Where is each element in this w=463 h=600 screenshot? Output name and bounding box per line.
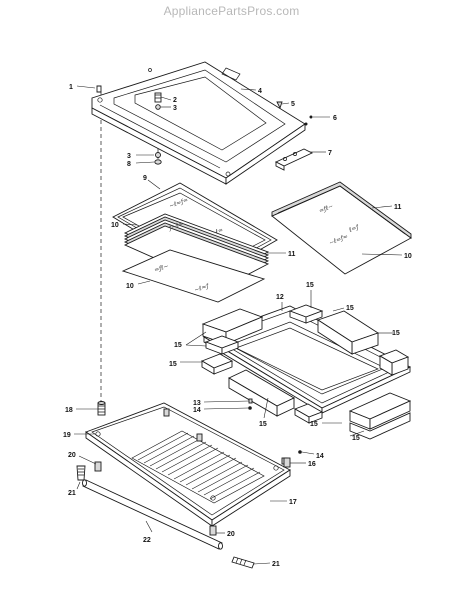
callout-20-right: 20 bbox=[227, 531, 235, 538]
spacer-part-16 bbox=[283, 457, 291, 468]
screw-part-13 bbox=[248, 398, 253, 404]
callout-3: 3 bbox=[173, 105, 177, 112]
callout-16: 16 bbox=[308, 461, 316, 468]
callout-3-lower: 3 bbox=[127, 153, 131, 160]
top-frame-part-4 bbox=[91, 61, 306, 185]
callout-19: 19 bbox=[63, 432, 71, 439]
nut-part-8 bbox=[154, 159, 162, 165]
screw-part-21a bbox=[76, 465, 86, 481]
callout-15-upper-right: 15 bbox=[346, 305, 354, 312]
callout-labels: 1 2 3 4 5 6 7 3 8 9 10 11 10 11 10 12 15… bbox=[63, 84, 412, 568]
hinge-bracket-part-7 bbox=[274, 148, 314, 171]
handle-rod-part-22 bbox=[82, 479, 223, 550]
svg-text:~ℓ≈ƒ: ~ℓ≈ƒ bbox=[193, 282, 210, 293]
svg-text:≈ƒℓ~: ≈ƒℓ~ bbox=[318, 203, 334, 215]
spacer-part-20b bbox=[209, 525, 217, 536]
svg-text:ℓ≈ƒ: ℓ≈ƒ bbox=[347, 223, 360, 234]
spacer-part-20a bbox=[94, 461, 102, 472]
washer-part-3b bbox=[155, 152, 161, 158]
callout-8: 8 bbox=[127, 161, 131, 168]
callout-11-right: 11 bbox=[394, 204, 402, 211]
callout-15-left: 15 bbox=[174, 342, 182, 349]
callout-9: 9 bbox=[143, 175, 147, 182]
callout-4: 4 bbox=[258, 88, 262, 95]
callout-21-right: 21 bbox=[272, 561, 280, 568]
callout-15-right: 15 bbox=[392, 330, 400, 337]
insulation-block-part-15 bbox=[200, 304, 412, 440]
callout-10-upper: 10 bbox=[111, 222, 119, 229]
callout-6: 6 bbox=[333, 115, 337, 122]
callout-18: 18 bbox=[65, 407, 73, 414]
callout-15-lower-left: 15 bbox=[169, 361, 177, 368]
screw-part-5 bbox=[276, 101, 283, 110]
site-watermark: AppliancePartsPros.com bbox=[163, 4, 300, 18]
callout-20-left: 20 bbox=[68, 452, 76, 459]
washer-part-14b bbox=[298, 450, 302, 454]
callout-22: 22 bbox=[143, 537, 151, 544]
leader-lines bbox=[74, 85, 403, 565]
callout-7: 7 bbox=[328, 150, 332, 157]
callout-13: 13 bbox=[193, 400, 201, 407]
callout-10-lower: 10 bbox=[126, 283, 134, 290]
callout-5: 5 bbox=[291, 101, 295, 108]
callout-17: 17 bbox=[289, 499, 297, 506]
glass-panel-part-11-right: ≈ƒℓ~ ~ℓ≈ƒ≈ ℓ≈ƒ bbox=[271, 181, 412, 275]
vent-grille bbox=[131, 430, 265, 504]
clips-part-6 bbox=[304, 115, 313, 126]
callout-1: 1 bbox=[69, 84, 73, 91]
washer-part-3 bbox=[155, 104, 161, 110]
washer-part-14 bbox=[248, 406, 252, 410]
callout-10-right: 10 bbox=[404, 253, 412, 260]
screw-part-2 bbox=[154, 92, 162, 103]
callout-14-lower: 14 bbox=[316, 453, 324, 460]
glass-panel-part-10-lower: ≈ƒℓ~ ~ℓ≈ƒ bbox=[121, 249, 266, 303]
callout-15-center-right: 15 bbox=[310, 421, 318, 428]
svg-text:ƒ~ℓ≈: ƒ~ℓ≈ bbox=[167, 220, 184, 232]
callout-21-left: 21 bbox=[68, 490, 76, 497]
callout-11-left: 11 bbox=[288, 251, 296, 258]
callout-2: 2 bbox=[173, 97, 177, 104]
door-panel-part-17 bbox=[85, 402, 291, 527]
callout-15-top: 15 bbox=[306, 282, 314, 289]
screw-part-1 bbox=[96, 85, 102, 93]
callout-12: 12 bbox=[276, 294, 284, 301]
callout-14: 14 bbox=[193, 407, 201, 414]
callout-15-bottom-right: 15 bbox=[352, 435, 360, 442]
callout-15-mid: 15 bbox=[259, 421, 267, 428]
screw-part-21b bbox=[231, 556, 255, 569]
svg-text:≈ƒℓ~: ≈ƒℓ~ bbox=[153, 263, 169, 274]
hinge-pin-part-18 bbox=[97, 401, 106, 416]
